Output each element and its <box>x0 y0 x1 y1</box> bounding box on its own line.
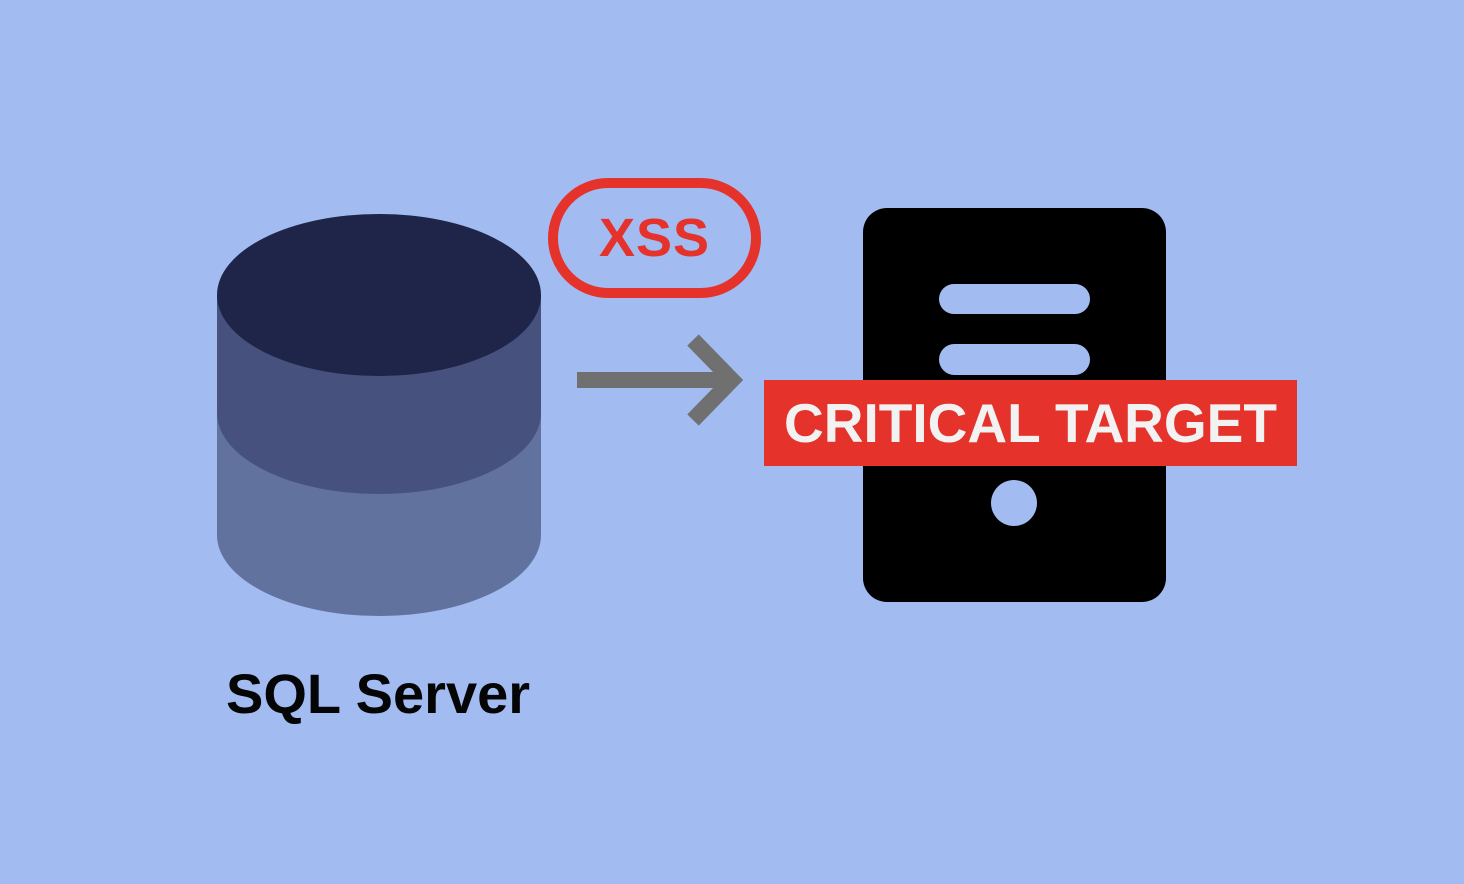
sql-server-label: SQL Server <box>226 662 531 725</box>
arrow-right-icon <box>577 334 744 426</box>
xss-badge: XSS <box>548 178 761 298</box>
database-icon <box>217 214 541 616</box>
critical-target-label: CRITICAL TARGET <box>764 380 1297 466</box>
